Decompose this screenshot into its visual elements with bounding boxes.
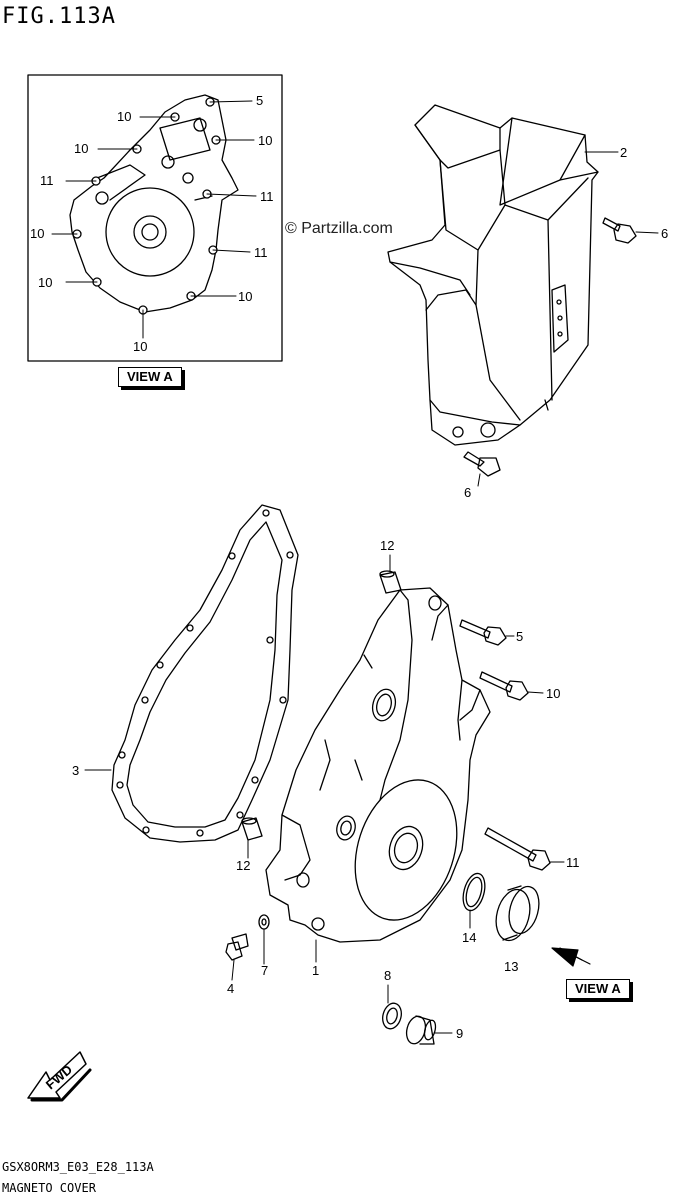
figure-title: FIG.113A xyxy=(2,4,116,29)
view-a-label: VIEW A xyxy=(566,979,630,999)
callout-12: 12 xyxy=(380,538,394,553)
part-14-o-ring xyxy=(462,872,486,912)
callout-10: 10 xyxy=(546,686,560,701)
leader-lines xyxy=(84,151,659,1034)
callout-13: 13 xyxy=(504,959,518,974)
inset-callout: 10 xyxy=(30,226,44,241)
inset-callout: 10 xyxy=(258,133,272,148)
bolt-5 xyxy=(459,619,507,646)
view-a-label: VIEW A xyxy=(118,367,182,387)
inset-frame xyxy=(27,74,283,362)
inset-callout: 10 xyxy=(117,109,131,124)
inset-callout: 10 xyxy=(74,141,88,156)
part-9-plug xyxy=(405,1015,437,1045)
inset-cover-outline xyxy=(69,94,239,313)
view-direction-arrow xyxy=(551,947,591,967)
callout-11: 11 xyxy=(566,855,580,870)
callout-9: 9 xyxy=(456,1026,463,1041)
watermark: © Partzilla.com xyxy=(285,220,393,237)
inset-callout: 10 xyxy=(133,339,147,354)
part-7-washer xyxy=(258,914,270,930)
part-3-gasket xyxy=(111,504,299,843)
inset-callout: 11 xyxy=(254,245,268,260)
callout-8: 8 xyxy=(384,968,391,983)
part-2-cover-guard xyxy=(387,104,599,446)
bolt-11 xyxy=(484,827,551,871)
inset-callout: 11 xyxy=(260,189,274,204)
footer-code: GSX8ORM3_E03_E28_113A xyxy=(2,1160,154,1174)
part-4-bolt xyxy=(225,933,249,961)
inset-callout: 10 xyxy=(238,289,252,304)
inset-callout: 5 xyxy=(256,93,263,108)
callout-4: 4 xyxy=(227,981,234,996)
footer-name: MAGNETO COVER xyxy=(2,1181,96,1195)
dowel-12-lower xyxy=(241,817,263,841)
dowel-12-upper xyxy=(379,570,402,594)
callout-12: 12 xyxy=(236,858,250,873)
callout-5: 5 xyxy=(516,629,523,644)
inset-callout: 10 xyxy=(38,275,52,290)
callout-3: 3 xyxy=(72,763,79,778)
callout-6: 6 xyxy=(464,485,471,500)
part-8-washer xyxy=(382,1002,402,1030)
bolt-10 xyxy=(479,671,529,701)
callout-14: 14 xyxy=(462,930,476,945)
callout-1: 1 xyxy=(312,963,319,978)
part-13-plug xyxy=(495,885,540,942)
callout-7: 7 xyxy=(261,963,268,978)
bolt-6-lower xyxy=(463,451,501,477)
fwd-arrow-icon xyxy=(27,1051,92,1102)
callout-6: 6 xyxy=(661,226,668,241)
inset-leader-lines xyxy=(51,100,257,339)
inset-callout: 11 xyxy=(40,173,54,188)
part-1-magneto-cover xyxy=(265,587,491,943)
callout-2: 2 xyxy=(620,145,627,160)
bolt-6-upper xyxy=(602,217,637,244)
